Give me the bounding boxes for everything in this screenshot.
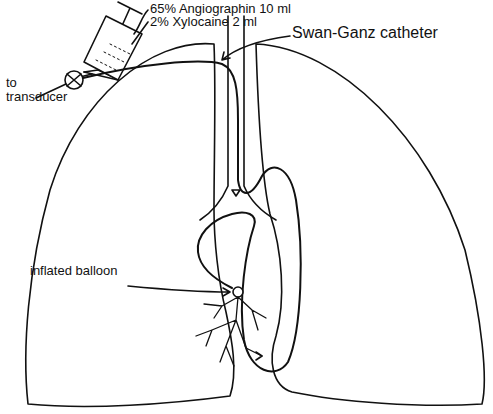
stopcock: [65, 71, 83, 89]
transducer-label: to transducer: [6, 76, 76, 104]
pulmonary-vessels: [196, 297, 266, 366]
label-arrow: [128, 286, 230, 296]
balloon-label: inflated balloon: [30, 264, 130, 278]
label-arrow: [222, 36, 290, 60]
flow-arrow: [256, 352, 262, 360]
inflated-balloon: [233, 287, 243, 297]
leader-line: [132, 10, 148, 44]
catheter-label: Swan-Ganz catheter: [292, 24, 438, 42]
drug-label: 2% Xylocaine 2 ml: [150, 15, 257, 29]
drug-label: 65% Angiographin 10 ml: [150, 2, 291, 16]
swan-ganz-catheter: [83, 62, 301, 372]
right-lung: [256, 44, 484, 405]
